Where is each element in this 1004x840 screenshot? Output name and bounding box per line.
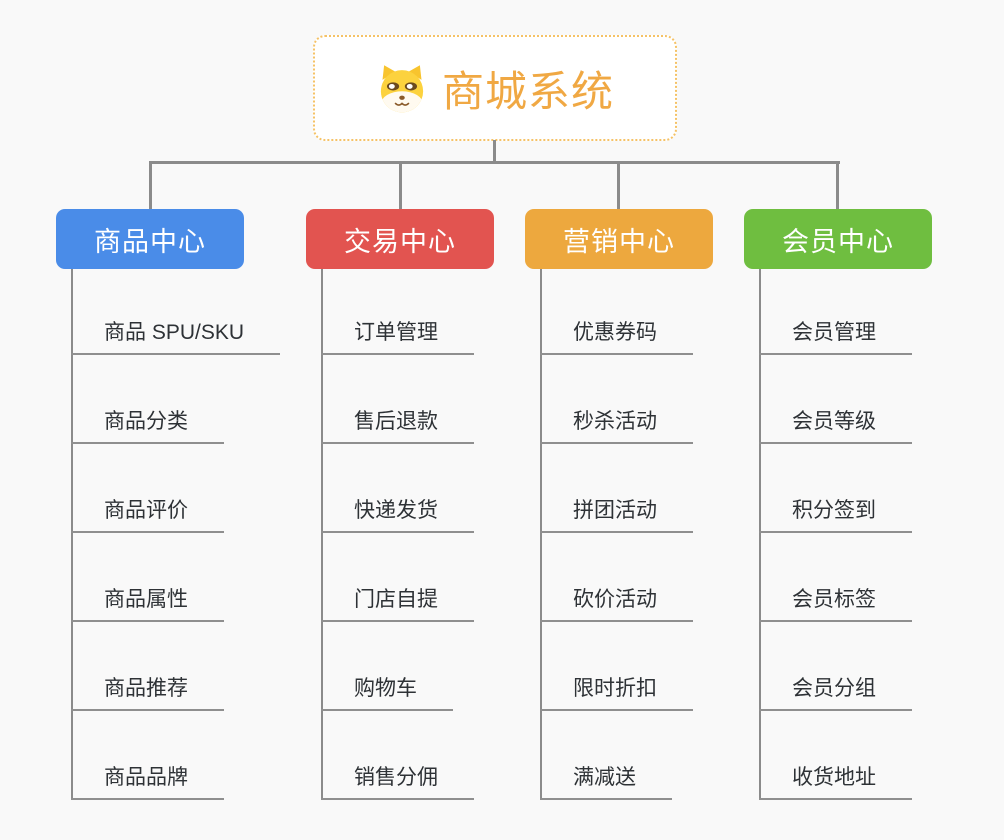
branch-items: 会员管理会员等级积分签到会员标签会员分组收货地址 — [759, 269, 912, 800]
branch-item-label: 积分签到 — [792, 499, 876, 522]
branch-item[interactable]: 商品评价 — [71, 444, 224, 533]
branch-item-label: 满减送 — [573, 766, 636, 789]
root-title: 商城系统 — [441, 67, 614, 115]
branch-item-label: 销售分佣 — [354, 766, 438, 789]
branch-item[interactable]: 优惠券码 — [540, 269, 693, 355]
branch-item-label: 秒杀活动 — [573, 410, 657, 433]
branch-item-label: 会员等级 — [792, 410, 876, 433]
branch-items: 订单管理售后退款快递发货门店自提购物车销售分佣 — [321, 269, 474, 800]
branch-item-label: 优惠券码 — [573, 321, 657, 344]
branch-item-label: 商品属性 — [104, 588, 188, 611]
branch-item-label: 商品评价 — [104, 499, 188, 522]
branch-item[interactable]: 订单管理 — [321, 269, 474, 355]
branch-item-label: 商品推荐 — [104, 677, 188, 700]
branch-item[interactable]: 商品分类 — [71, 355, 224, 444]
branch-item[interactable]: 会员等级 — [759, 355, 912, 444]
connector-drop — [836, 161, 839, 209]
branch-label: 商品中心 — [94, 226, 206, 257]
branch-trunk-line — [71, 269, 73, 800]
branch-node[interactable]: 交易中心 — [306, 209, 494, 269]
branch-label: 营销中心 — [563, 226, 675, 257]
branch-item[interactable]: 商品品牌 — [71, 711, 224, 800]
branch-item-label: 商品分类 — [104, 410, 188, 433]
root-node[interactable]: 商城系统 — [313, 35, 677, 141]
branch-item[interactable]: 购物车 — [321, 622, 453, 711]
branch-item[interactable]: 限时折扣 — [540, 622, 693, 711]
branch-item-label: 拼团活动 — [573, 499, 657, 522]
branch-trunk-line — [759, 269, 761, 800]
branch-item-label: 订单管理 — [354, 321, 438, 344]
branch-item[interactable]: 商品 SPU/SKU — [71, 269, 281, 355]
branch-item[interactable]: 砍价活动 — [540, 533, 693, 622]
branch-item[interactable]: 会员管理 — [759, 269, 912, 355]
branch-item-label: 收货地址 — [792, 766, 876, 789]
shiba-dog-icon — [380, 65, 424, 113]
branch-item-label: 商品品牌 — [104, 766, 188, 789]
branch-item[interactable]: 满减送 — [540, 711, 672, 800]
branch-items: 优惠券码秒杀活动拼团活动砍价活动限时折扣满减送 — [540, 269, 693, 800]
branch-node[interactable]: 营销中心 — [525, 209, 713, 269]
branch-item-label: 限时折扣 — [573, 677, 657, 700]
branch-item[interactable]: 门店自提 — [321, 533, 474, 622]
branch-item[interactable]: 商品属性 — [71, 533, 224, 622]
branch: 商品中心 商品 SPU/SKU 商品分类商品评价商品属性商品推荐商品品牌 — [56, 209, 306, 809]
connector-drop — [399, 161, 402, 209]
connector-drop — [617, 161, 620, 209]
branch-item-label: 购物车 — [354, 677, 417, 700]
branch-item-label: 快递发货 — [354, 499, 438, 522]
branch-trunk-line — [321, 269, 323, 800]
branch: 营销中心 优惠券码秒杀活动拼团活动砍价活动限时折扣满减送 — [525, 209, 775, 809]
branch-trunk-line — [540, 269, 542, 800]
branch-node[interactable]: 商品中心 — [56, 209, 244, 269]
branch-item[interactable]: 售后退款 — [321, 355, 474, 444]
connector-bus — [149, 161, 840, 164]
branch: 交易中心 订单管理售后退款快递发货门店自提购物车销售分佣 — [306, 209, 556, 809]
branch-item-label: 会员分组 — [792, 677, 876, 700]
branch-node[interactable]: 会员中心 — [744, 209, 932, 269]
branch-item[interactable]: 会员分组 — [759, 622, 912, 711]
branch-item-label: 砍价活动 — [573, 588, 657, 611]
branch-item-label: 门店自提 — [354, 588, 438, 611]
branch-item-label: 商品 SPU/SKU — [104, 321, 245, 344]
branch-item[interactable]: 积分签到 — [759, 444, 912, 533]
branch-item[interactable]: 快递发货 — [321, 444, 474, 533]
branch-items: 商品 SPU/SKU 商品分类商品评价商品属性商品推荐商品品牌 — [71, 269, 281, 800]
branch-label: 会员中心 — [782, 226, 894, 257]
connector-stem — [493, 140, 496, 163]
branch-item-label: 会员标签 — [792, 588, 876, 611]
connector-drop — [149, 161, 152, 209]
branch-label: 交易中心 — [344, 226, 456, 257]
branch-item[interactable]: 商品推荐 — [71, 622, 224, 711]
branch-item-label: 售后退款 — [354, 410, 438, 433]
branch: 会员中心 会员管理会员等级积分签到会员标签会员分组收货地址 — [744, 209, 994, 809]
branch-item[interactable]: 拼团活动 — [540, 444, 693, 533]
branch-item-label: 会员管理 — [792, 321, 876, 344]
branch-item[interactable]: 会员标签 — [759, 533, 912, 622]
branch-item[interactable]: 收货地址 — [759, 711, 912, 800]
branch-item[interactable]: 秒杀活动 — [540, 355, 693, 444]
branch-item[interactable]: 销售分佣 — [321, 711, 474, 800]
